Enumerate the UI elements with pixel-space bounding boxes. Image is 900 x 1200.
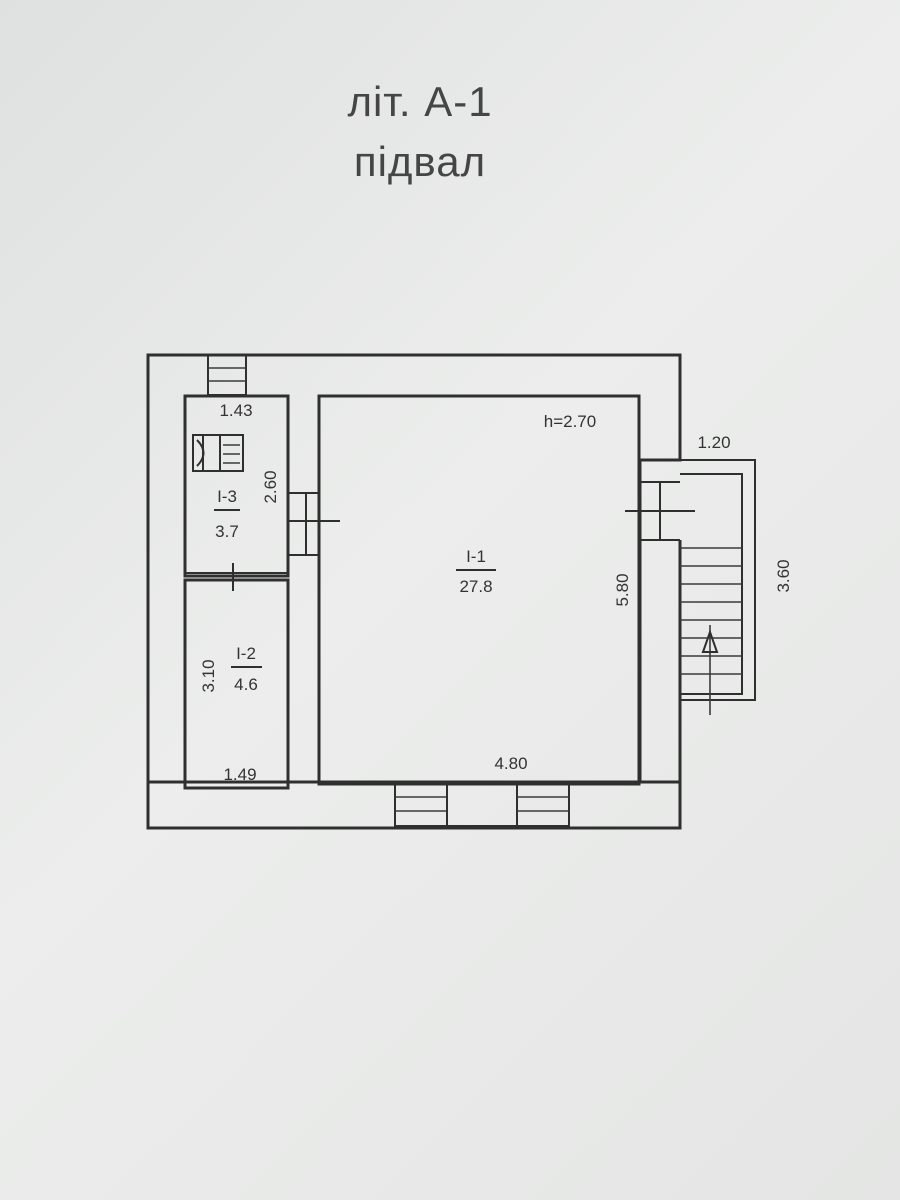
door-i3-i1	[288, 492, 340, 556]
stairs-length: 3.60	[774, 559, 793, 592]
window-bottom-right	[516, 783, 570, 827]
room-i2-area: 4.6	[234, 675, 258, 694]
room-i3-number: І-3	[217, 487, 237, 506]
stair-direction-arrow-icon	[701, 628, 719, 653]
window-top	[207, 354, 247, 396]
room-i2-number: І-2	[236, 644, 256, 663]
room-i3-outline	[183, 394, 290, 578]
staircase	[680, 459, 756, 715]
room-i3-width: 1.43	[219, 401, 252, 420]
room-i3-area: 3.7	[215, 522, 239, 541]
sink-fixture-icon	[192, 434, 244, 472]
room-i1-length: 5.80	[613, 573, 632, 606]
room-i3-length: 2.60	[261, 470, 280, 503]
plan-subtitle: підвал	[353, 138, 487, 185]
room-i1-width: 4.80	[494, 754, 527, 773]
room-i1-area: 27.8	[459, 577, 492, 596]
wall-pier	[446, 783, 518, 827]
window-bottom-left	[394, 783, 448, 827]
room-i1-number: І-1	[466, 547, 486, 566]
door-i1-stairs	[625, 481, 695, 541]
stairs-width: 1.20	[697, 433, 730, 452]
plan-title: літ. А-1	[347, 78, 493, 125]
room-i1-height: h=2.70	[544, 412, 596, 431]
room-i2-width: 1.49	[223, 765, 256, 784]
room-i2-length: 3.10	[199, 659, 218, 692]
